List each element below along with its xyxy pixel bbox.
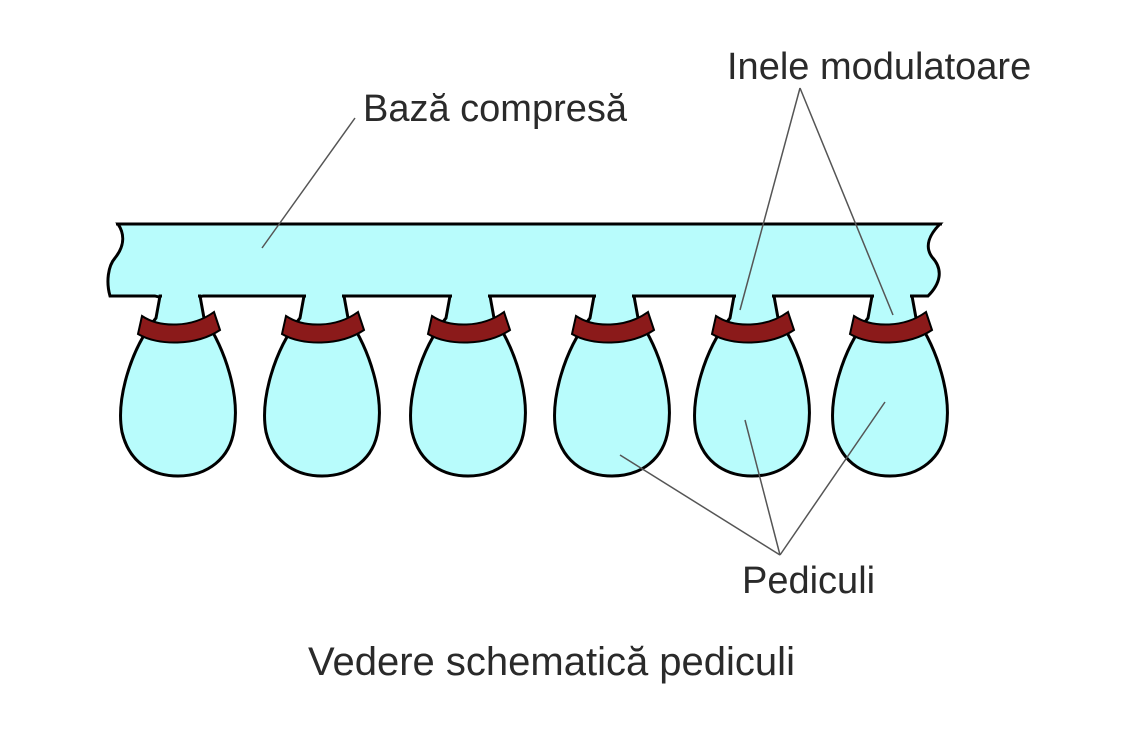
pedicel-bulb xyxy=(409,294,527,478)
compressed-base xyxy=(106,222,944,301)
pedicel-neck-joint xyxy=(596,292,632,300)
leader-ring-2 xyxy=(799,87,894,316)
pedicel-bulb xyxy=(831,294,949,478)
modulating-ring xyxy=(426,310,512,344)
pedicel-bulb xyxy=(553,294,671,478)
modulating-ring xyxy=(570,310,656,344)
diagram-caption: Vedere schematică pediculi xyxy=(308,640,795,684)
modulating-ring xyxy=(280,310,366,344)
label-pedicels: Pediculi xyxy=(742,560,876,602)
pedicel-neck-joint xyxy=(306,292,342,300)
leader-lines xyxy=(261,87,894,556)
pedicel-neck-joint xyxy=(736,292,772,300)
leader-pedicel-1 xyxy=(619,454,781,556)
pedicel-bulb xyxy=(119,294,237,478)
pedicel-bulb xyxy=(693,294,811,478)
modulating-ring xyxy=(136,310,222,344)
leader-ring-1 xyxy=(739,87,801,311)
leader-pedicel-3 xyxy=(779,401,886,556)
pedicel-neck-joint xyxy=(452,292,488,300)
label-modulating-rings: Inele modulatoare xyxy=(727,46,1032,88)
leader-pedicel-2 xyxy=(744,419,781,556)
pedicel-bulb xyxy=(263,294,381,478)
pedicel-neck-joint xyxy=(162,292,198,300)
leader-base xyxy=(261,117,356,249)
pedicel-neck-joint xyxy=(874,292,910,300)
pedicel-group xyxy=(119,292,949,478)
label-compressed-base: Bază compresă xyxy=(363,88,628,130)
modulating-ring xyxy=(710,310,796,344)
modulating-ring xyxy=(848,310,934,344)
